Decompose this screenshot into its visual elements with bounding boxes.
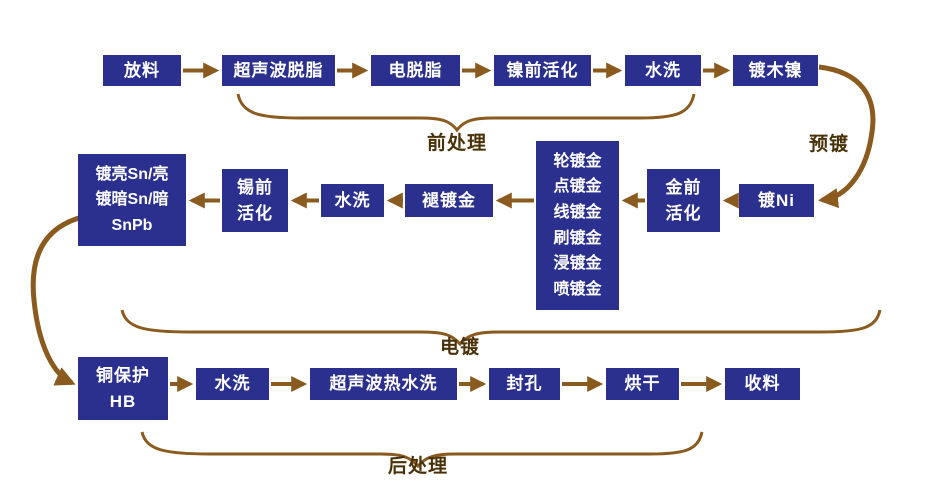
node-copper-protection-line1: 铜保护 <box>96 366 150 385</box>
node-sealing: 封孔 <box>489 368 560 400</box>
label-preplating: 预镀 <box>808 134 849 155</box>
gold-method-spot: 点镀金 <box>553 178 602 196</box>
arrow-preplating-curve <box>818 64 876 209</box>
label-plating: 电镀 <box>439 337 480 358</box>
node-electro-degrease: 电脱脂 <box>371 55 460 86</box>
arrow-left-curve <box>30 215 80 386</box>
node-rinse-2-label: 水洗 <box>334 190 371 210</box>
gold-method-line: 线镀金 <box>553 203 602 221</box>
node-tin-plating-line3: SnPb <box>111 216 153 234</box>
gold-method-immersion: 浸镀金 <box>553 255 602 273</box>
node-rinse-3: 水洗 <box>196 368 269 400</box>
node-ultrasonic-degrease: 超声波脱脂 <box>222 55 335 86</box>
node-gold-pre-activation-line1: 金前 <box>665 178 702 197</box>
node-feed: 放料 <box>103 55 181 86</box>
node-ultrasonic-hot-rinse-label: 超声波热水洗 <box>329 374 438 394</box>
node-tin-pre-activation-line1: 锡前 <box>237 178 273 197</box>
node-nickel-pre-activation: 镍前活化 <box>494 55 591 86</box>
node-copper-protection: 铜保护 HB <box>78 357 168 420</box>
gold-method-brush: 刷镀金 <box>553 229 602 247</box>
node-gold-pre-activation: 金前 活化 <box>647 169 720 232</box>
label-pretreatment: 前处理 <box>426 133 487 154</box>
node-gold-stripping-label: 褪镀金 <box>422 190 476 210</box>
gold-method-wheel: 轮镀金 <box>553 152 602 170</box>
node-ultrasonic-hot-rinse: 超声波热水洗 <box>310 368 457 400</box>
node-strike-nickel-label: 镀木镍 <box>748 60 803 80</box>
label-posttreatment: 后处理 <box>387 456 448 477</box>
node-electro-degrease-label: 电脱脂 <box>388 60 443 80</box>
node-collect: 收料 <box>725 368 800 400</box>
node-nickel-plating: 镀Ni <box>739 184 814 217</box>
node-drying-label: 烘干 <box>624 374 661 394</box>
node-rinse-1-label: 水洗 <box>645 60 681 80</box>
gold-method-spray: 喷镀金 <box>553 280 602 298</box>
node-tin-plating: 镀亮Sn/亮 镀暗Sn/暗 SnPb <box>78 154 186 246</box>
brace-pretreatment <box>236 93 696 133</box>
node-ultrasonic-degrease-label: 超声波脱脂 <box>233 60 324 80</box>
node-gold-plating-methods: 轮镀金 点镀金 线镀金 刷镀金 浸镀金 喷镀金 <box>536 141 619 310</box>
brace-plating <box>120 309 882 347</box>
node-strike-nickel: 镀木镍 <box>733 55 818 86</box>
node-rinse-3-label: 水洗 <box>214 374 251 394</box>
node-rinse-1: 水洗 <box>625 55 701 86</box>
node-sealing-label: 封孔 <box>506 374 543 394</box>
node-gold-stripping: 褪镀金 <box>405 184 493 217</box>
node-copper-protection-line2: HB <box>109 391 137 411</box>
node-tin-plating-line2: 镀暗Sn/暗 <box>95 191 169 209</box>
node-tin-plating-line1: 镀亮Sn/亮 <box>95 165 169 183</box>
node-drying: 烘干 <box>606 368 679 400</box>
node-nickel-pre-activation-label: 镍前活化 <box>506 60 579 80</box>
node-nickel-plating-label: 镀Ni <box>758 190 795 210</box>
node-tin-pre-activation-line2: 活化 <box>237 203 273 223</box>
node-collect-label: 收料 <box>744 374 781 394</box>
node-feed-label: 放料 <box>124 60 160 80</box>
node-rinse-2: 水洗 <box>321 184 384 217</box>
brace-posttreatment <box>140 431 704 469</box>
node-gold-pre-activation-line2: 活化 <box>665 203 702 223</box>
node-tin-pre-activation: 锡前 活化 <box>222 169 288 232</box>
